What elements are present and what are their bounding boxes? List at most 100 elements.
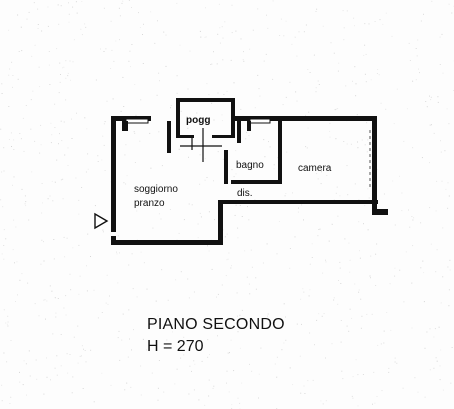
speckle-dot — [17, 14, 19, 16]
speckle-dot — [448, 3, 450, 5]
speckle-dot — [230, 339, 232, 341]
speckle-dot — [200, 216, 202, 218]
speckle-dot — [417, 391, 419, 393]
speckle-dot — [365, 53, 367, 55]
speckle-dot — [172, 331, 173, 333]
speckle-dot — [13, 139, 15, 141]
speckle-dot — [309, 72, 311, 73]
speckle-dot — [296, 100, 298, 102]
speckle-dot — [321, 171, 322, 173]
speckle-dot — [57, 4, 59, 6]
speckle-dot — [180, 320, 182, 322]
speckle-dot — [119, 15, 121, 17]
speckle-dot — [150, 167, 152, 169]
speckle-dot — [119, 39, 120, 41]
speckle-dot — [134, 84, 136, 85]
speckle-dot — [16, 261, 18, 263]
speckle-dot — [374, 402, 376, 404]
speckle-dot — [236, 315, 238, 317]
speckle-dot — [170, 104, 172, 106]
speckle-dot — [435, 210, 437, 212]
speckle-dot — [11, 61, 13, 63]
speckle-dot — [321, 315, 323, 317]
speckle-dot — [366, 122, 368, 124]
speckle-dot — [47, 6, 49, 8]
speckle-dot — [140, 193, 142, 195]
speckle-dot — [316, 8, 318, 10]
speckle-dot — [213, 119, 215, 121]
speckle-dot — [37, 24, 39, 25]
speckle-dot — [263, 60, 265, 62]
speckle-dot — [381, 390, 383, 392]
speckle-dot — [297, 211, 299, 213]
speckle-dot — [228, 252, 230, 254]
speckle-dot — [78, 293, 80, 295]
speckle-dot — [5, 322, 7, 324]
window-top-left — [125, 118, 149, 124]
speckle-dot — [374, 21, 376, 22]
speckle-dot — [451, 347, 453, 348]
speckle-dot — [348, 330, 350, 332]
speckle-dot — [43, 260, 45, 262]
speckle-dot — [388, 371, 390, 373]
speckle-dot — [249, 363, 250, 365]
speckle-dot — [401, 192, 403, 194]
speckle-dot — [65, 60, 67, 62]
speckle-dot — [325, 259, 326, 261]
speckle-dot — [440, 302, 442, 304]
speckle-dot — [186, 116, 188, 118]
speckle-dot — [237, 397, 239, 399]
speckle-dot — [167, 299, 169, 301]
speckle-dot — [174, 383, 176, 385]
speckle-dot — [375, 253, 377, 255]
speckle-dot — [43, 241, 44, 243]
speckle-dot — [51, 134, 53, 136]
speckle-dot — [357, 405, 359, 407]
window-top-right — [249, 118, 271, 124]
room-label-camera: camera — [298, 163, 332, 174]
speckle-dot — [386, 312, 388, 313]
speckle-dot — [403, 301, 405, 303]
speckle-dot — [213, 180, 214, 182]
speckle-dot — [274, 363, 276, 365]
speckle-dot — [315, 91, 317, 93]
speckle-dot — [411, 327, 413, 329]
speckle-dot — [46, 300, 48, 302]
speckle-dot — [70, 289, 72, 291]
speckle-dot — [65, 99, 67, 101]
speckle-dot — [403, 140, 405, 142]
speckle-dot — [394, 267, 396, 269]
speckle-dot — [160, 218, 162, 220]
speckle-dot — [105, 302, 107, 304]
speckle-dot — [48, 64, 50, 66]
speckle-dot — [65, 295, 67, 297]
speckle-dot — [59, 62, 61, 64]
speckle-dot — [57, 298, 59, 299]
speckle-dot — [211, 63, 213, 65]
speckle-dot — [206, 177, 208, 178]
speckle-dot — [424, 396, 426, 398]
speckle-dot — [1, 253, 3, 255]
speckle-dot — [55, 316, 57, 318]
speckle-dot — [354, 66, 356, 68]
speckle-dot — [197, 223, 199, 225]
speckle-dot — [158, 360, 160, 361]
speckle-dot — [272, 78, 274, 80]
speckle-dot — [362, 374, 364, 375]
speckle-dot — [305, 146, 307, 148]
speckle-dot — [439, 36, 441, 38]
speckle-dot — [429, 328, 431, 330]
speckle-dot — [368, 23, 370, 25]
speckle-dot — [54, 367, 56, 369]
speckle-dot — [21, 50, 23, 52]
speckle-dot — [140, 365, 142, 367]
speckle-dot — [221, 120, 223, 122]
speckle-dot — [409, 226, 411, 228]
speckle-dot — [252, 29, 254, 31]
speckle-dot — [333, 299, 335, 301]
speckle-dot — [249, 48, 251, 50]
speckle-dot — [113, 60, 115, 62]
speckle-dot — [67, 372, 69, 374]
speckle-dot — [207, 339, 209, 341]
